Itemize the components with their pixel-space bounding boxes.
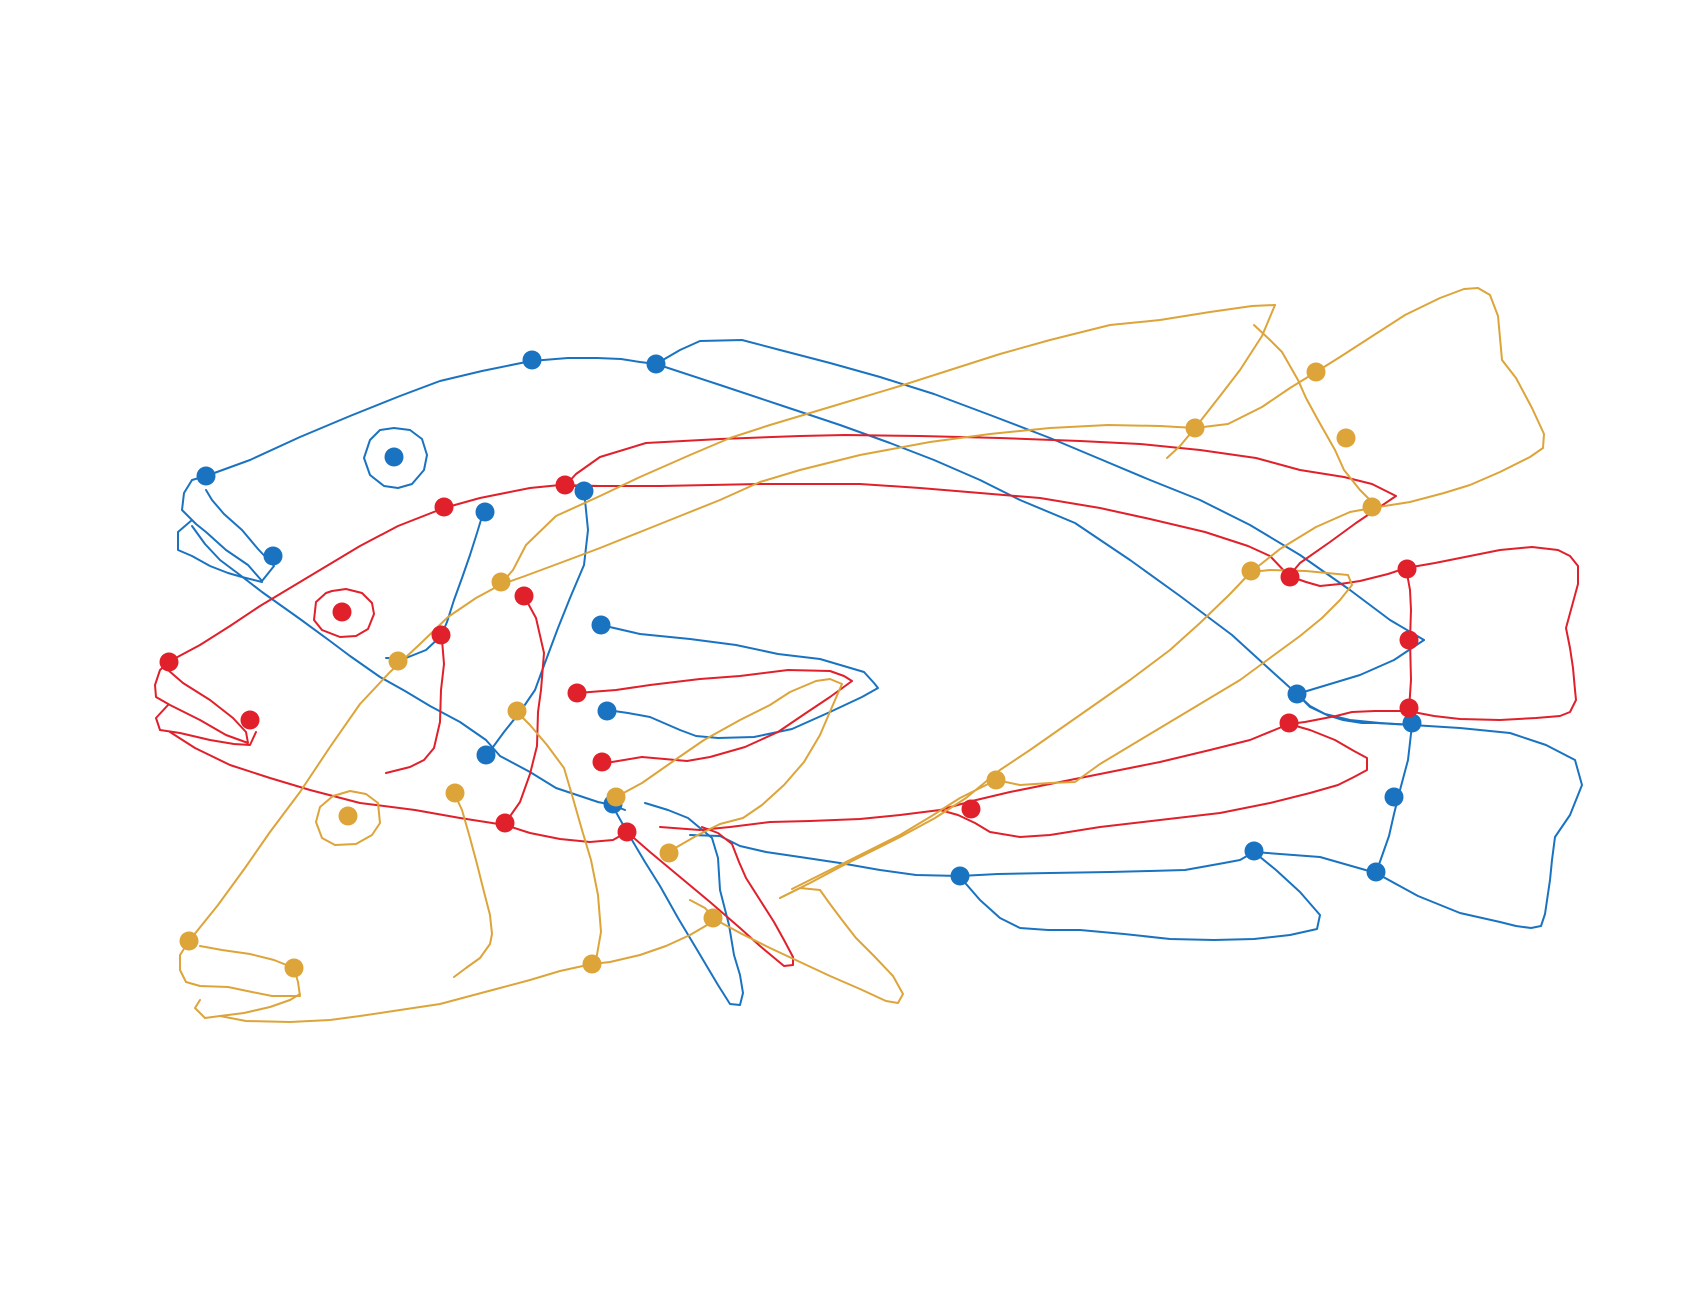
red-landmark-12	[961, 799, 981, 819]
blue-landmark-10	[476, 745, 496, 765]
gold-landmark-8	[606, 787, 626, 807]
blue-landmark-4	[522, 350, 542, 370]
red-caudal-fin-inner	[1405, 567, 1412, 711]
red-anal-fin	[939, 723, 1368, 838]
gold-belly-line	[194, 920, 715, 1023]
blue-landmark-15	[1366, 862, 1386, 882]
gold-landmark-12	[986, 770, 1006, 790]
red-landmark-15	[1399, 630, 1419, 650]
blue-landmark-14	[1384, 787, 1404, 807]
blue-landmark-16	[1244, 841, 1264, 861]
blue-landmark-3	[384, 447, 404, 467]
gold-landmarks	[179, 362, 1382, 978]
red-landmarks	[159, 475, 1419, 842]
gold-eye-ring	[315, 790, 381, 846]
blue-pelvic-fin	[611, 802, 744, 1006]
blue-dorsal-profile	[205, 357, 657, 477]
red-landmark-13	[1279, 713, 1299, 733]
red-dorsal-profile	[169, 484, 601, 662]
gold-landmark-6	[507, 701, 527, 721]
red-landmark-2	[240, 710, 260, 730]
blue-anal-fin-lower	[959, 851, 1321, 941]
red-landmark-4	[434, 497, 454, 517]
blue-anal-fin	[689, 834, 1377, 877]
red-pectoral-fin	[576, 669, 853, 763]
blue-landmark-17	[950, 866, 970, 886]
red-landmark-16	[1397, 559, 1417, 579]
blue-belly-line	[191, 525, 626, 811]
gold-landmark-1	[179, 931, 199, 951]
blue-dorsal-fin	[655, 339, 1425, 641]
gold-landmark-4	[388, 651, 408, 671]
red-landmark-7	[514, 586, 534, 606]
blue-back-line	[655, 363, 1298, 695]
gold-landmark-11	[703, 908, 723, 928]
blue-landmark-2	[263, 546, 283, 566]
gold-landmark-14	[1362, 497, 1382, 517]
red-landmark-10	[495, 813, 515, 833]
blue-preopercle	[485, 489, 589, 756]
red-landmark-9	[592, 752, 612, 772]
gold-landmark-7	[445, 783, 465, 803]
gold-landmark-3	[338, 806, 358, 826]
blue-operculum	[385, 509, 485, 659]
red-eye-ring	[313, 588, 375, 638]
gold-landmark-17	[1185, 418, 1205, 438]
blue-landmark-5	[646, 354, 666, 374]
blue-landmark-7	[574, 481, 594, 501]
blue-landmark-13	[1402, 713, 1422, 733]
blue-landmark-8	[591, 615, 611, 635]
red-landmark-14	[1399, 698, 1419, 718]
blue-mouth	[177, 475, 275, 583]
red-back-line	[564, 483, 1290, 577]
gold-back-line	[499, 424, 1196, 586]
red-landmark-5	[555, 475, 575, 495]
gold-dorsal-fin	[1166, 287, 1545, 509]
blue-pectoral-fin	[600, 624, 879, 739]
red-landmark-17	[1280, 567, 1300, 587]
red-preopercle	[505, 595, 545, 823]
gold-fish	[179, 287, 1545, 1023]
gold-dorsal-profile	[188, 304, 1276, 942]
gold-landmark-16	[1306, 362, 1326, 382]
blue-eye-ring	[363, 427, 428, 489]
gold-landmark-2	[284, 958, 304, 978]
red-belly-line	[659, 809, 941, 831]
red-landmark-8	[567, 683, 587, 703]
gold-landmark-13	[1241, 561, 1261, 581]
blue-landmark-9	[597, 701, 617, 721]
gold-tail	[779, 507, 1373, 899]
blue-fish	[177, 339, 1583, 1006]
gold-tail-fin	[995, 324, 1373, 786]
red-operculum	[385, 639, 445, 774]
gold-mouth	[179, 940, 301, 1017]
blue-landmark-1	[196, 466, 216, 486]
gold-landmark-15	[1336, 428, 1356, 448]
blue-landmark-6	[475, 502, 495, 522]
red-pelvic-fin	[626, 826, 794, 967]
gold-landmark-10	[659, 843, 679, 863]
red-landmark-3	[332, 602, 352, 622]
red-landmark-1	[159, 652, 179, 672]
gold-preopercle	[516, 711, 602, 967]
gold-landmark-5	[491, 572, 511, 592]
red-fish	[154, 434, 1579, 967]
blue-landmark-12	[1287, 684, 1307, 704]
red-landmark-11	[617, 822, 637, 842]
blue-landmarks	[196, 350, 1422, 886]
red-ventral-line	[169, 731, 628, 843]
gold-anal-fin	[689, 779, 997, 1004]
gold-operculum	[453, 794, 493, 978]
red-mouth	[154, 660, 257, 746]
gold-pectoral-fin	[615, 678, 843, 852]
red-landmark-6	[431, 625, 451, 645]
gold-landmark-9	[582, 954, 602, 974]
